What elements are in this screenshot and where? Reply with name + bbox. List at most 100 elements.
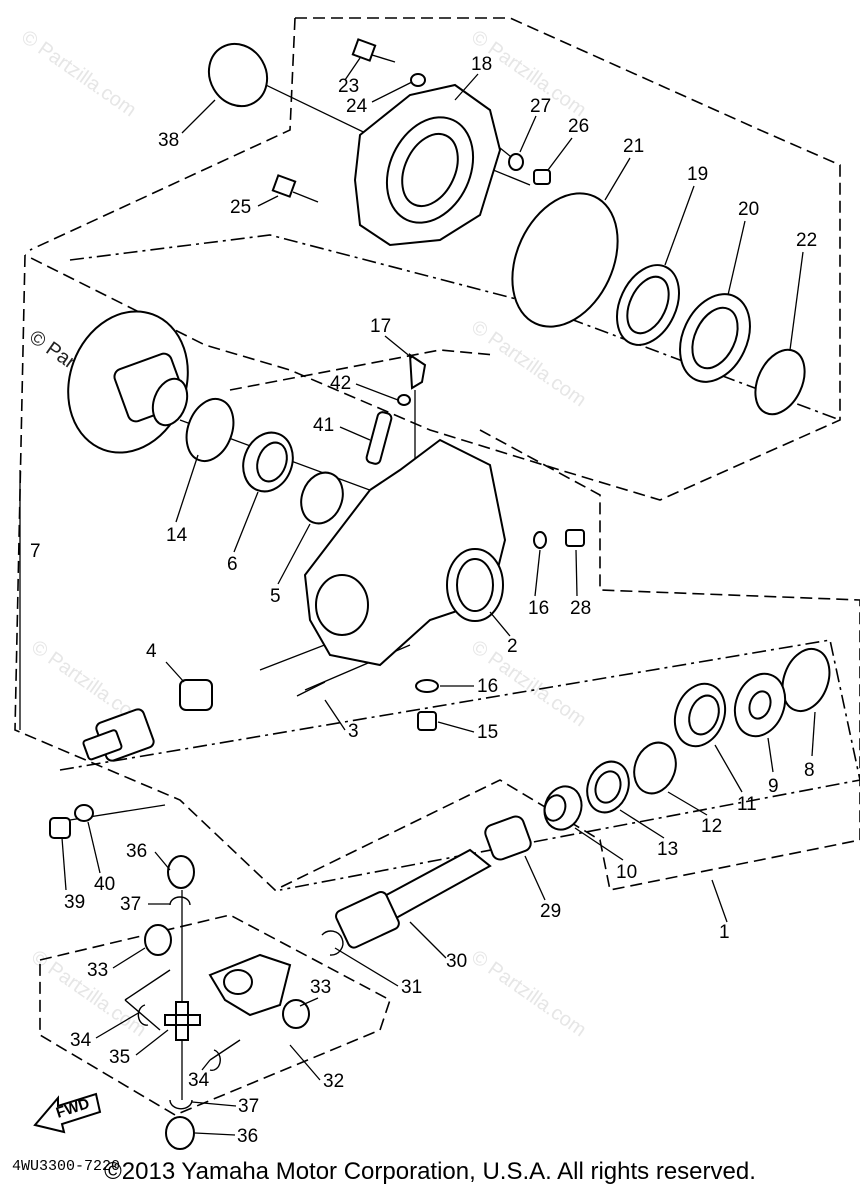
callout-13: 13 (657, 839, 678, 860)
universal-joint-32 (137, 855, 310, 1150)
collar-4 (179, 679, 213, 711)
callout-2: 2 (507, 636, 518, 657)
washer-24 (410, 73, 426, 87)
callout-16-lower: 16 (477, 676, 498, 697)
nut-39 (49, 817, 71, 839)
callout-26: 26 (568, 116, 589, 137)
callout-6: 6 (227, 554, 238, 575)
o-ring-12 (633, 741, 677, 795)
pin-41 (365, 411, 393, 465)
bolt-25 (271, 174, 319, 203)
callout-27: 27 (530, 96, 551, 117)
circlip-8 (781, 648, 831, 712)
washer-40 (74, 804, 94, 822)
bolt-28 (565, 529, 585, 547)
plug-15 (417, 711, 437, 731)
ring-gear-7 (67, 310, 189, 454)
o-ring-21 (511, 192, 619, 328)
callout-3: 3 (348, 721, 359, 742)
circlip-31 (321, 930, 344, 956)
callout-41: 41 (313, 415, 334, 436)
shim-14 (185, 398, 235, 462)
callout-12: 12 (701, 816, 722, 837)
callout-16-upper: 16 (528, 598, 549, 619)
fwd-arrow-icon: FWD (33, 1092, 102, 1134)
callout-22: 22 (796, 230, 817, 251)
stud-3 (296, 681, 326, 697)
callout-37-upper: 37 (120, 894, 141, 915)
callout-36-upper: 36 (126, 841, 147, 862)
bearing-36a (167, 855, 195, 889)
callout-37-lower: 37 (238, 1096, 259, 1117)
pinion-gear-7 (82, 708, 155, 762)
callout-29: 29 (540, 901, 561, 922)
callout-15: 15 (477, 722, 498, 743)
callout-31: 31 (401, 977, 422, 998)
clip-42 (397, 394, 411, 406)
o-ring-38 (207, 42, 269, 108)
callouts: 23 24 18 27 26 38 21 19 20 25 22 17 42 4… (30, 54, 817, 1147)
diagram-code: 4WU3300-7220 (12, 1158, 120, 1175)
callout-42: 42 (330, 373, 351, 394)
bearing-33b (282, 999, 310, 1029)
parts: FWD (33, 38, 831, 1150)
collar-10 (543, 785, 583, 831)
watermark: © Partzilla.com (467, 946, 590, 1041)
callout-leaders (61, 57, 816, 1136)
oil-seal-13 (586, 760, 630, 814)
spider-35 (164, 1001, 201, 1041)
callout-30: 30 (446, 951, 467, 972)
callout-19: 19 (687, 164, 708, 185)
callout-40: 40 (94, 874, 115, 895)
callout-4: 4 (146, 641, 157, 662)
callout-1: 1 (719, 922, 730, 943)
callout-33-right: 33 (310, 977, 331, 998)
callout-38: 38 (158, 130, 179, 151)
callout-14: 14 (166, 525, 188, 546)
bearing-36b (165, 1116, 195, 1150)
washer-16b (415, 679, 439, 693)
watermark: © Partzilla.com (17, 26, 140, 121)
callout-20: 20 (738, 199, 759, 220)
nut-11 (673, 682, 727, 748)
callout-25: 25 (230, 197, 251, 218)
bearing-20 (679, 293, 751, 383)
clip-37a (169, 896, 191, 906)
callout-39: 39 (64, 892, 85, 913)
callout-9: 9 (768, 776, 779, 797)
circlip-34a (137, 1004, 149, 1026)
callout-33-left: 33 (87, 960, 108, 981)
bearing-33a (144, 924, 172, 956)
callout-34-right: 34 (188, 1070, 210, 1091)
coupling-29 (484, 815, 532, 861)
drive-shaft-group-1 (321, 648, 831, 956)
circlip-34b (209, 1049, 221, 1072)
callout-35: 35 (109, 1047, 130, 1068)
callout-18: 18 (471, 54, 492, 75)
callout-28: 28 (570, 598, 591, 619)
assembly-outlines (14, 17, 860, 1116)
drive-shaft-30 (335, 848, 492, 949)
needle-bearing-6 (242, 431, 294, 493)
bearing-housing-18 (353, 83, 502, 247)
callout-5: 5 (270, 586, 281, 607)
watermark: © Partzilla.com (467, 316, 590, 411)
washer-16a (533, 531, 547, 549)
callout-8: 8 (804, 760, 815, 781)
plug-26 (533, 169, 551, 185)
bearing-9 (733, 672, 787, 738)
copyright-notice: ©2013 Yamaha Motor Corporation, U.S.A. A… (104, 1158, 756, 1185)
callout-32: 32 (323, 1071, 344, 1092)
oil-seal-19 (616, 264, 680, 346)
bolt-23 (351, 38, 396, 63)
callout-17: 17 (370, 316, 391, 337)
gear-case-2 (303, 438, 507, 667)
clip-37b (169, 1099, 193, 1110)
circlip-22 (754, 348, 806, 416)
callout-23: 23 (338, 76, 359, 97)
callout-21: 21 (623, 136, 644, 157)
washer-27 (508, 153, 524, 171)
callout-24: 24 (346, 96, 368, 117)
callout-10: 10 (616, 862, 637, 883)
